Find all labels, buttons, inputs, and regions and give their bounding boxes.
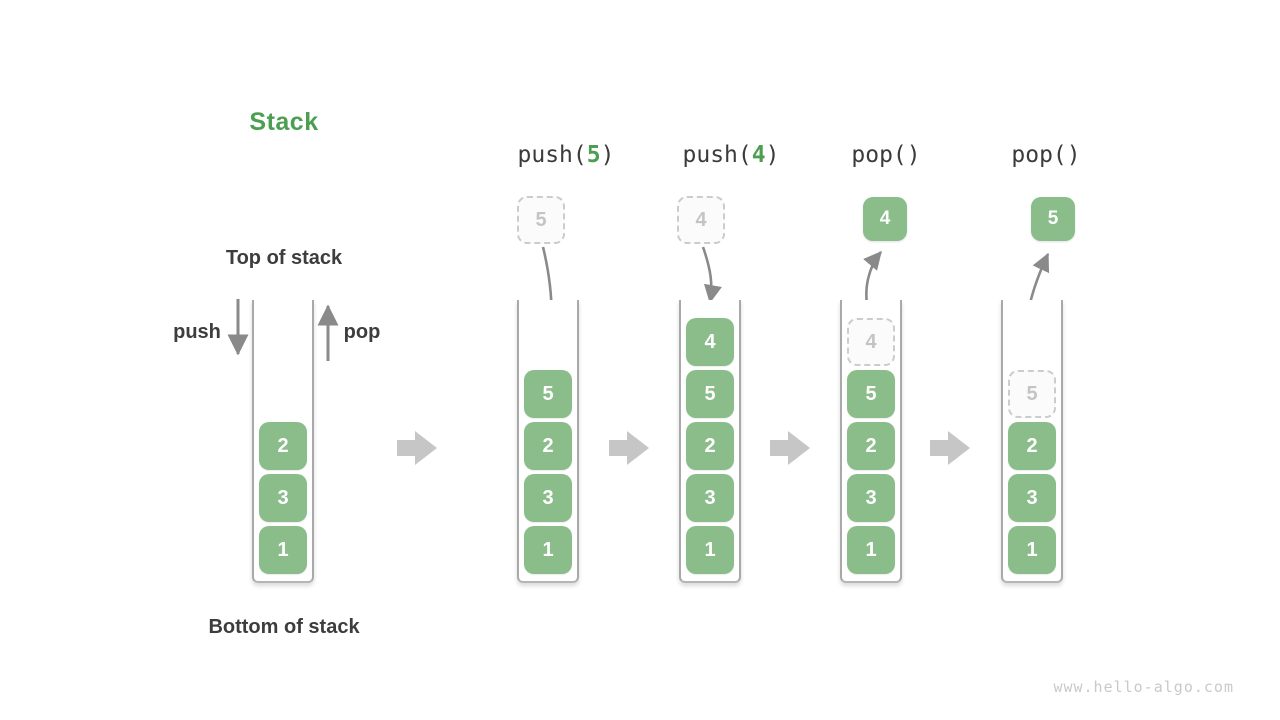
stack-container-after-pop-4: 4 5 2 3 1 [840, 300, 902, 583]
step-arrow [930, 431, 970, 465]
operation-label-pop-2: pop() [1011, 142, 1080, 168]
op-suffix: ) [906, 142, 921, 168]
op-suffix: ) [600, 142, 615, 168]
step-arrow [397, 431, 437, 465]
stack-block: 1 [259, 526, 307, 574]
removed-value-ghost: 5 [1008, 370, 1056, 418]
stack-block: 3 [686, 474, 734, 522]
push-label: push [173, 321, 221, 343]
op-prefix: pop( [851, 142, 907, 168]
op-prefix: pop( [1011, 142, 1067, 168]
stack-container-after-push-5: 5 2 3 1 [517, 300, 579, 583]
diagram-title: Stack [249, 108, 319, 136]
stack-block: 1 [847, 526, 895, 574]
op-argument: 5 [586, 142, 601, 168]
operation-label-push-5: push(5) [518, 142, 615, 168]
pop-label: pop [343, 321, 381, 343]
op-suffix: ) [765, 142, 780, 168]
popped-value-box: 5 [1031, 197, 1075, 241]
incoming-value-box: 5 [517, 196, 565, 244]
op-prefix: push( [682, 142, 752, 168]
removed-value-ghost: 4 [847, 318, 895, 366]
stack-block: 4 [686, 318, 734, 366]
stack-block: 2 [1008, 422, 1056, 470]
push-4-curve-arrow [701, 246, 722, 304]
stack-block: 2 [259, 422, 307, 470]
stack-block: 3 [524, 474, 572, 522]
top-of-stack-label: Top of stack [225, 247, 343, 269]
incoming-value-box: 4 [677, 196, 725, 244]
stack-block: 1 [524, 526, 572, 574]
step-arrow [770, 431, 810, 465]
operation-label-push-4: push(4) [683, 142, 780, 168]
op-suffix: ) [1066, 142, 1081, 168]
stack-block: 5 [686, 370, 734, 418]
step-arrow [609, 431, 649, 465]
stack-container-initial: 2 3 1 [252, 300, 314, 583]
stack-block: 2 [524, 422, 572, 470]
popped-value-box: 4 [863, 197, 907, 241]
stack-block: 5 [847, 370, 895, 418]
op-prefix: push( [517, 142, 587, 168]
operation-label-pop-1: pop() [851, 142, 920, 168]
op-argument: 4 [751, 142, 766, 168]
stack-container-after-push-4: 4 5 2 3 1 [679, 300, 741, 583]
stack-block: 3 [1008, 474, 1056, 522]
stack-block: 1 [1008, 526, 1056, 574]
site-watermark: www.hello-algo.com [1053, 678, 1234, 696]
stack-block: 5 [524, 370, 572, 418]
stack-block: 2 [686, 422, 734, 470]
stack-block: 1 [686, 526, 734, 574]
stack-container-after-pop-5: 5 2 3 1 [1001, 300, 1063, 583]
stack-block: 3 [259, 474, 307, 522]
stack-block: 3 [847, 474, 895, 522]
bottom-of-stack-label: Bottom of stack [208, 616, 360, 638]
stack-block: 2 [847, 422, 895, 470]
